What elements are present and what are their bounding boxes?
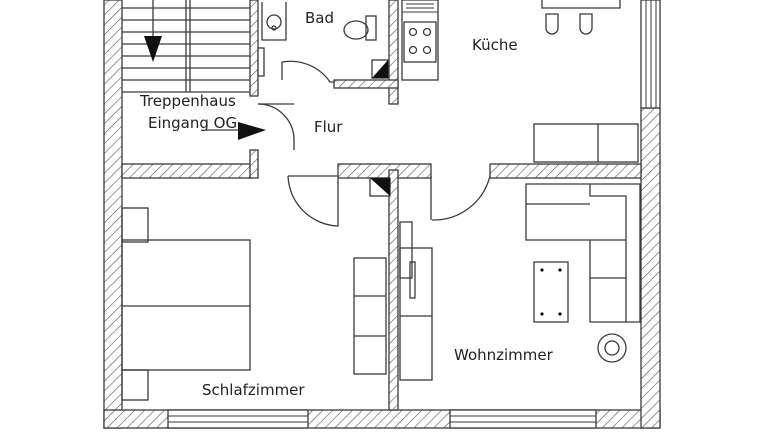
wall-bath-bottom — [333, 79, 399, 89]
window-bottom-right — [449, 409, 597, 429]
kitchen-counter — [401, 0, 439, 81]
entrance-arrow — [238, 122, 266, 140]
wall-right — [640, 107, 661, 429]
label-bad: Bad — [305, 9, 334, 27]
label-kueche: Küche — [472, 36, 518, 54]
staircase — [122, 0, 250, 93]
flur-shaft — [369, 177, 391, 197]
bath-fixtures — [261, 2, 389, 79]
room-labels: Bad Küche Treppenhaus Eingang OG Flur Sc… — [139, 9, 554, 399]
sofa — [525, 183, 641, 323]
wall-flur-left — [249, 149, 259, 179]
round-table — [597, 333, 627, 363]
living-furniture — [399, 183, 641, 381]
stair-direction-arrow — [144, 36, 162, 62]
label-flur: Flur — [314, 118, 343, 136]
coffee-table — [533, 261, 569, 323]
interior-walls — [121, 0, 642, 411]
label-eingang: Eingang OG — [148, 114, 237, 132]
tv-unit — [399, 247, 433, 381]
label-treppenhaus: Treppenhaus — [139, 92, 236, 110]
wall-flur-mid — [337, 163, 432, 179]
kitchen-sideboard — [533, 123, 639, 163]
nightstand-top — [121, 207, 149, 243]
stove — [403, 21, 437, 63]
wall-left — [103, 0, 123, 429]
nightstand-bottom — [121, 369, 149, 401]
bed — [121, 239, 251, 371]
doors — [257, 60, 491, 227]
window-bottom-left — [167, 409, 309, 429]
chair-2 — [579, 13, 593, 35]
bedroom-furniture — [121, 207, 387, 401]
dining-table — [541, 0, 621, 9]
wall-bath-right — [388, 0, 399, 105]
label-schlafzimmer: Schlafzimmer — [202, 381, 305, 399]
exterior-walls — [103, 0, 661, 429]
wall-bed-living — [388, 169, 399, 411]
wardrobe — [353, 257, 387, 375]
wall-stair-bottom — [121, 163, 253, 179]
washbasin — [261, 2, 287, 41]
stair-newel — [257, 47, 265, 77]
toilet — [343, 20, 369, 40]
wall-kitchen-bottom — [489, 163, 642, 179]
wall-bath-left — [249, 0, 259, 97]
chair-1 — [545, 13, 559, 35]
entrance-marker — [206, 122, 266, 140]
kitchen-fixtures — [401, 0, 639, 163]
label-wohnzimmer: Wohnzimmer — [454, 346, 554, 364]
